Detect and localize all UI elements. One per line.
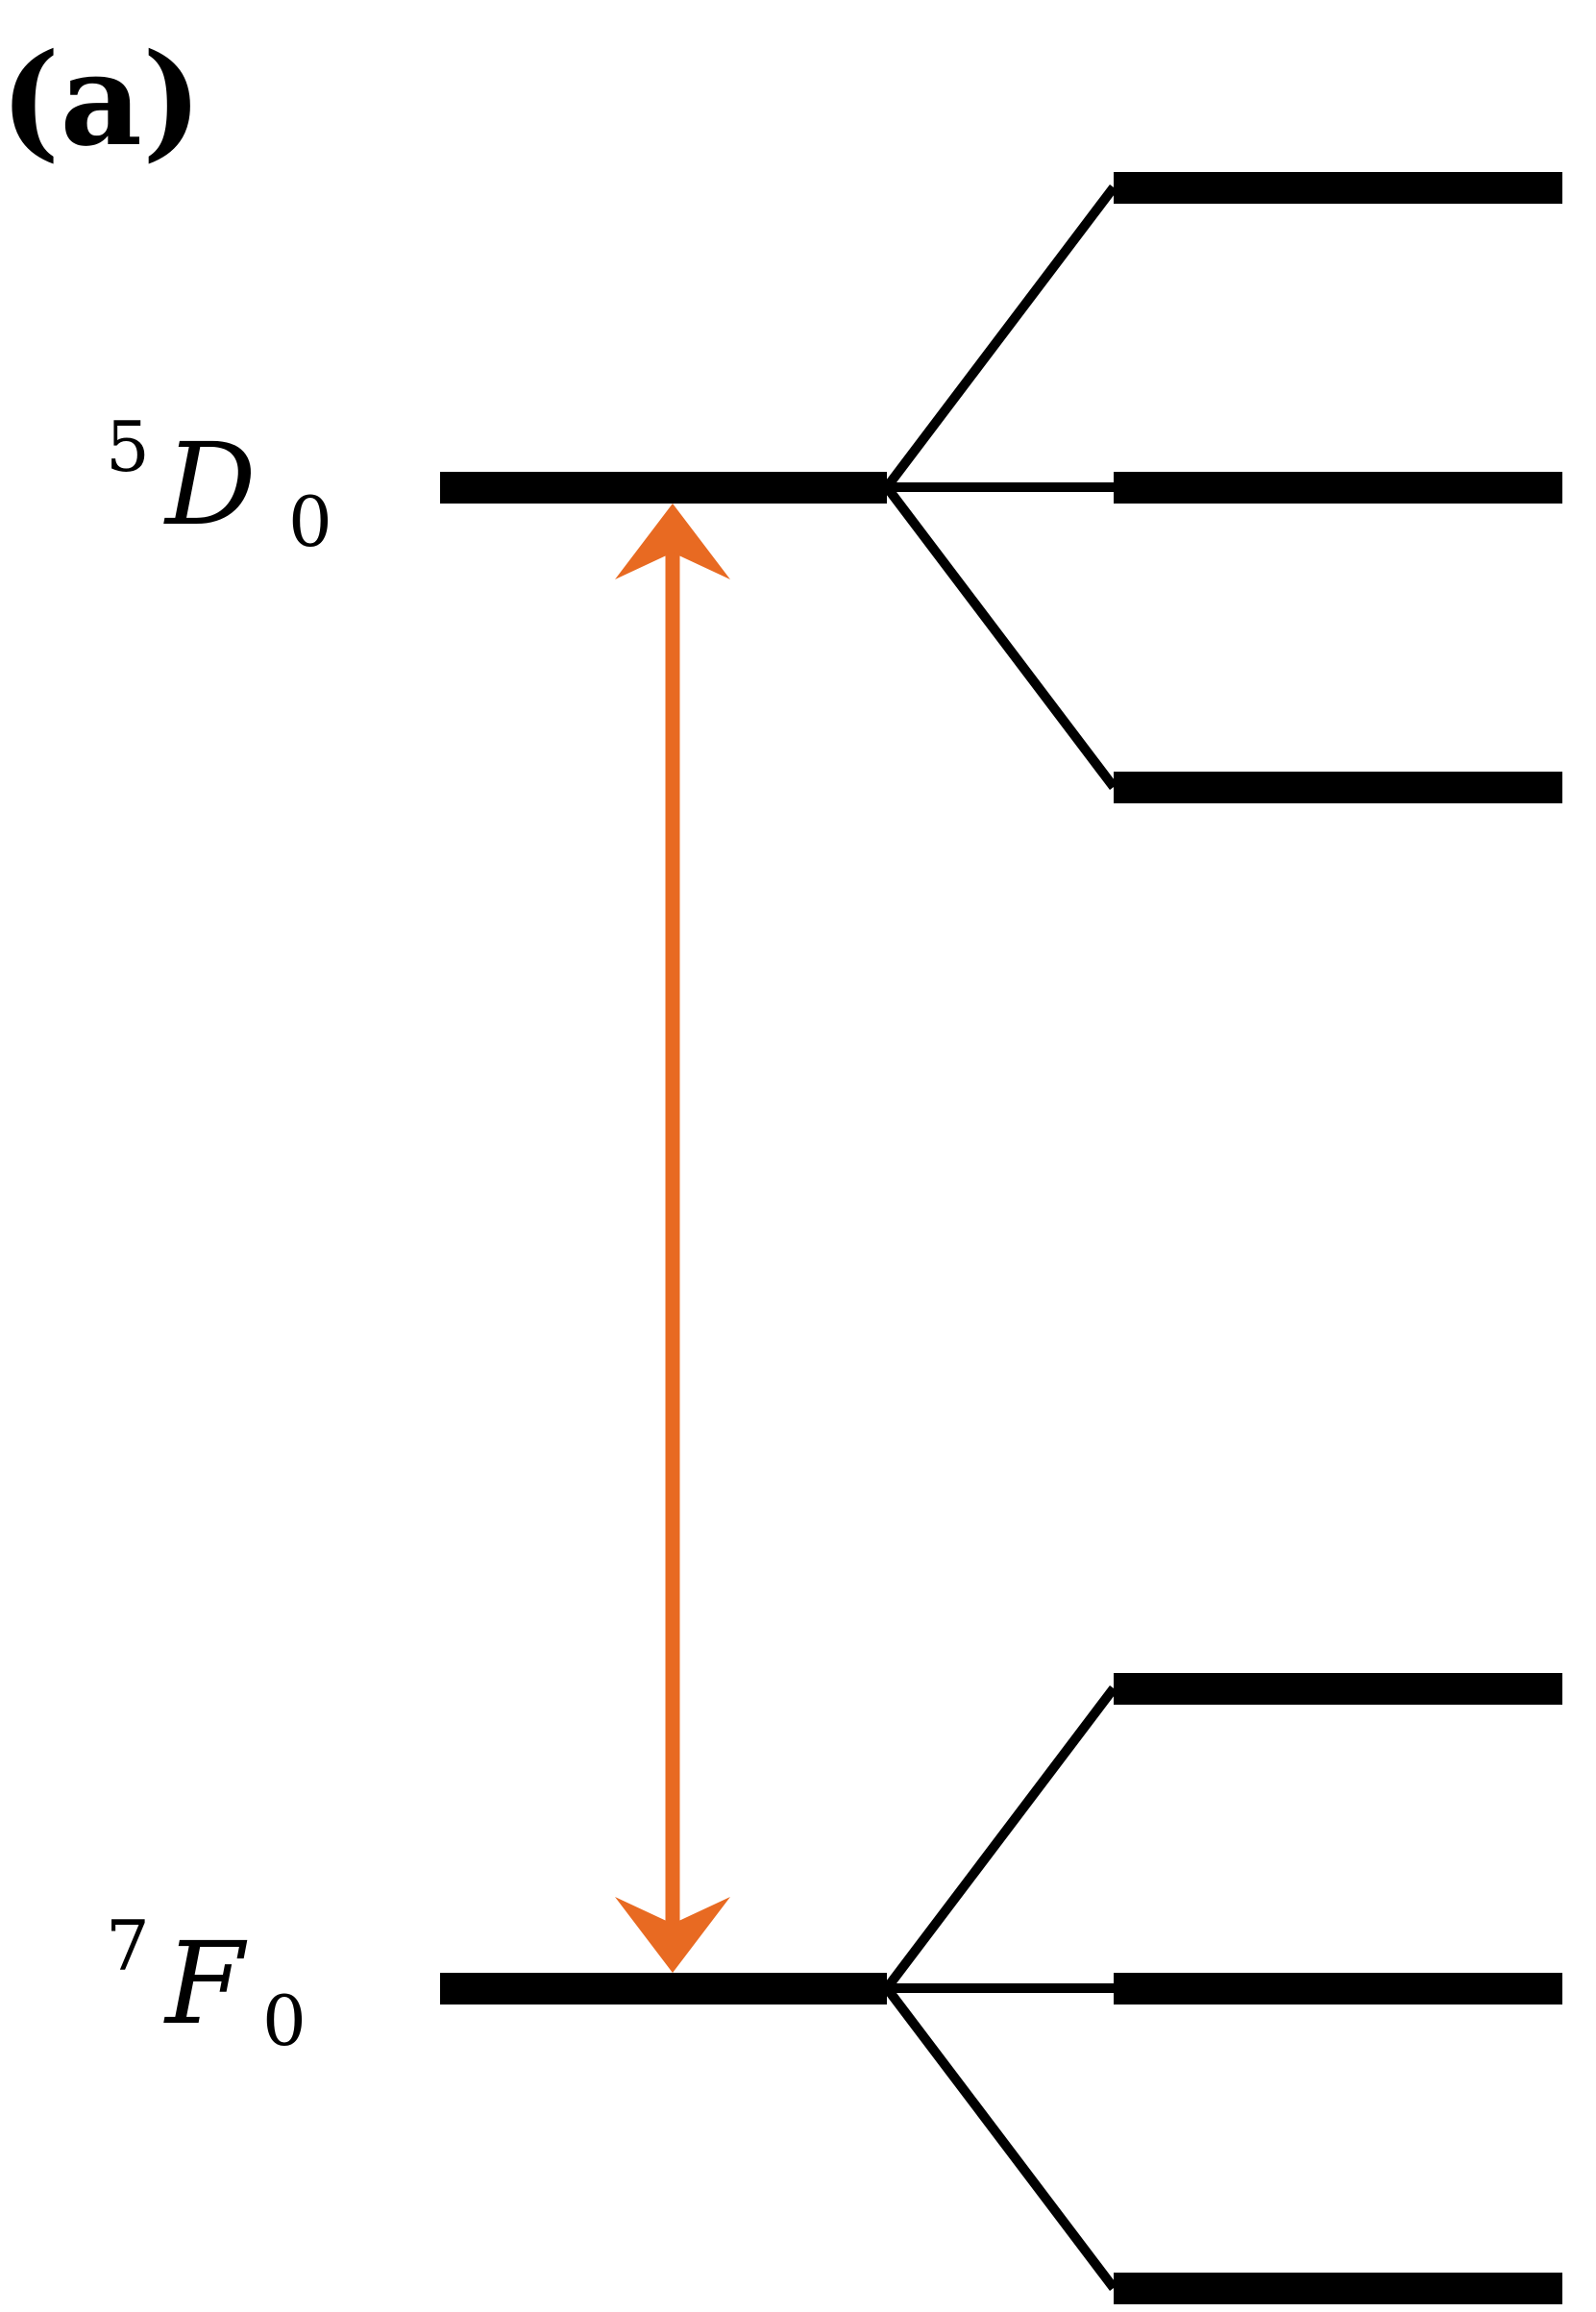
lower-level-label: 7 F 0 (106, 1906, 307, 2061)
lower-sublevel-3 (1114, 2273, 1562, 2304)
upper-level-superscript: 5 (106, 406, 150, 487)
lower-level-superscript: 7 (106, 1906, 150, 1986)
lower-sublevel-1 (1114, 1673, 1562, 1705)
upper-sublevel-1 (1114, 172, 1562, 204)
transition-arrowhead-up (615, 504, 730, 579)
lower-level-subscript: 0 (262, 1980, 307, 2061)
lower-split-line-bottom (883, 1984, 1117, 2292)
lower-split-line-top (883, 1685, 1117, 1992)
panel-label: (a) (0, 26, 202, 175)
upper-level-label: 5 D 0 (106, 406, 332, 562)
lower-level-term: F (163, 1917, 248, 2050)
transition-arrow (615, 504, 730, 1973)
upper-split-line-top (883, 184, 1117, 491)
upper-level-bar (440, 472, 887, 504)
lower-sublevel-2 (1114, 1973, 1562, 2005)
upper-level-term: D (163, 418, 257, 551)
transition-arrowhead-down (615, 1897, 730, 1973)
lower-level-bar (440, 1973, 887, 2005)
upper-sublevel-3 (1114, 772, 1562, 803)
lower-manifold (440, 1673, 1562, 2304)
upper-manifold (440, 172, 1562, 803)
upper-sublevel-2 (1114, 472, 1562, 504)
upper-level-subscript: 0 (288, 481, 332, 562)
upper-split-line-bottom (883, 483, 1117, 791)
